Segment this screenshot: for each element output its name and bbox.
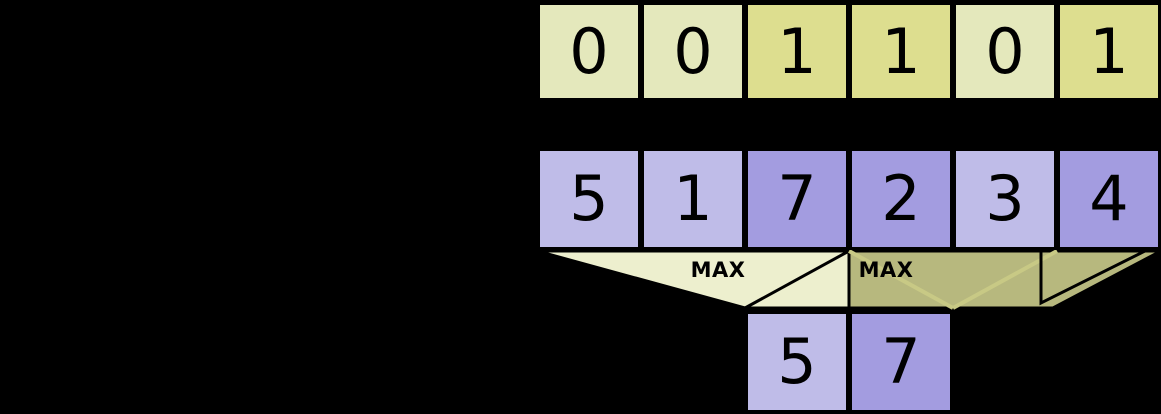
funnel-inner-edge (848, 249, 954, 310)
value-cell-3[interactable]: 7 (745, 148, 849, 250)
pooled-output-row: 5 7 (745, 311, 953, 413)
mask-cell-3[interactable]: 1 (745, 2, 849, 101)
output-cell-1[interactable]: 5 (745, 311, 849, 413)
binary-mask-row: 0 0 1 1 0 1 (537, 2, 1161, 101)
value-cell-6[interactable]: 4 (1057, 148, 1161, 250)
max-label-right: MAX (858, 258, 914, 282)
funnel-guide-left (744, 249, 850, 310)
mask-cell-5[interactable]: 0 (953, 2, 1057, 101)
mask-cell-1[interactable]: 0 (537, 2, 641, 101)
value-cell-5[interactable]: 3 (953, 148, 1057, 250)
max-label-left: MAX (690, 258, 746, 282)
funnel-notch-edge (1039, 249, 1146, 306)
mask-cell-6[interactable]: 1 (1057, 2, 1161, 101)
mask-cell-4[interactable]: 1 (849, 2, 953, 101)
input-values-row: 5 1 7 2 3 4 (537, 148, 1161, 250)
value-cell-2[interactable]: 1 (641, 148, 745, 250)
value-cell-4[interactable]: 2 (849, 148, 953, 250)
mask-cell-2[interactable]: 0 (641, 2, 745, 101)
value-cell-1[interactable]: 5 (537, 148, 641, 250)
output-cell-2[interactable]: 7 (849, 311, 953, 413)
